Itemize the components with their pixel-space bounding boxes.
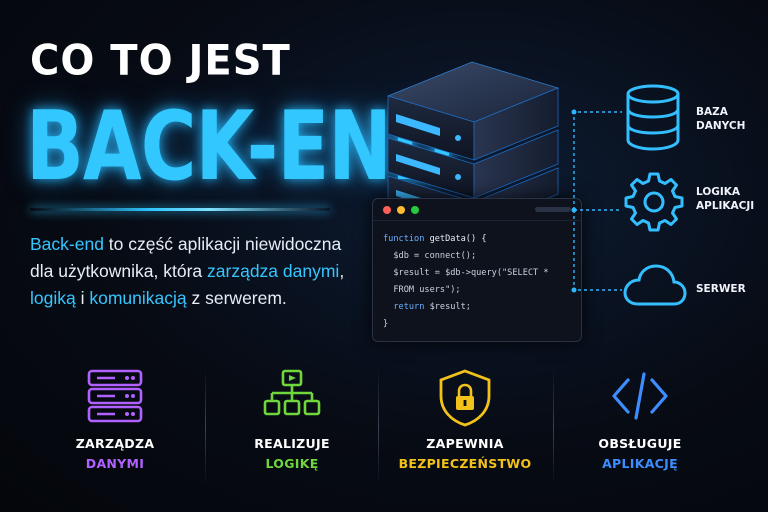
close-dot-icon xyxy=(383,205,391,214)
flowchart-icon xyxy=(263,369,321,416)
feature-divider xyxy=(378,368,379,486)
code-body: function getData() { $db = connect(); $r… xyxy=(373,221,581,333)
desc-highlight-logic: logiką xyxy=(30,288,76,308)
server-rack-icon xyxy=(87,369,143,423)
headline-main: BACK-END xyxy=(26,90,454,202)
feature-data: ZARZĄDZA DANYMI xyxy=(30,368,200,488)
label-logic-line2: APLIKACJI xyxy=(696,200,755,212)
code-line-5: $result; xyxy=(424,302,471,312)
label-logic: LOGIKA APLIKACJI xyxy=(696,185,754,213)
feature-logic: REALIZUJE LOGIKĘ xyxy=(207,368,377,488)
label-database-line2: DANYCH xyxy=(696,120,746,132)
feature-data-subtitle: DANYMI xyxy=(85,456,145,471)
code-keyword: function xyxy=(383,234,425,244)
headline-top: CO TO JEST xyxy=(30,36,291,86)
desc-text-3: i xyxy=(75,288,90,308)
code-brackets-icon xyxy=(612,372,668,420)
feature-security: ZAPEWNIA BEZPIECZEŃSTWO xyxy=(380,368,550,488)
titlebar-bar xyxy=(535,207,571,212)
desc-text-1: to część aplikacji niewidoczna dla użytk… xyxy=(30,234,342,281)
label-server: SERWER xyxy=(696,283,746,295)
feature-logic-subtitle: LOGIKĘ xyxy=(265,456,319,471)
feature-security-title: ZAPEWNIA xyxy=(426,436,504,451)
code-line-4: FROM users"); xyxy=(383,285,461,295)
label-logic-line1: LOGIKA xyxy=(696,186,741,198)
feature-divider xyxy=(553,368,554,486)
code-window: function getData() { $db = connect(); $r… xyxy=(372,198,582,342)
database-icon xyxy=(626,84,680,151)
code-line-2: $db = connect(); xyxy=(383,251,477,261)
maximize-dot-icon xyxy=(411,205,419,214)
code-line-3: $result = $db->query("SELECT * xyxy=(383,268,549,278)
label-database: BAZA DANYCH xyxy=(696,105,745,133)
feature-app-subtitle: APLIKACJĘ xyxy=(602,456,678,471)
cloud-icon xyxy=(623,264,687,306)
code-line-1: getData() { xyxy=(424,234,487,244)
desc-text-2: , xyxy=(339,261,345,281)
connector-lines xyxy=(571,109,622,293)
description-text: Back-end to część aplikacji niewidoczna … xyxy=(30,231,350,312)
minimize-dot-icon xyxy=(397,205,405,214)
feature-app-title: OBSŁUGUJE xyxy=(598,436,682,451)
feature-security-subtitle: BEZPIECZEŃSTWO xyxy=(398,456,532,471)
desc-highlight-communication: komunikacją xyxy=(89,288,187,308)
code-line-6: } xyxy=(383,319,389,329)
gear-icon xyxy=(624,172,684,232)
code-window-titlebar xyxy=(373,199,581,221)
desc-highlight-data: zarządza danymi xyxy=(207,261,340,281)
shield-lock-icon xyxy=(439,369,491,427)
desc-highlight-backend: Back-end xyxy=(30,234,104,254)
feature-data-title: ZARZĄDZA xyxy=(75,436,155,451)
label-database-line1: BAZA xyxy=(696,106,728,118)
headline-underline xyxy=(30,208,330,211)
feature-logic-title: REALIZUJE xyxy=(254,436,330,451)
feature-app: OBSŁUGUJE APLIKACJĘ xyxy=(555,368,725,488)
feature-divider xyxy=(205,368,206,486)
desc-text-4: z serwerem. xyxy=(186,288,287,308)
code-keyword-return: return xyxy=(383,302,425,312)
